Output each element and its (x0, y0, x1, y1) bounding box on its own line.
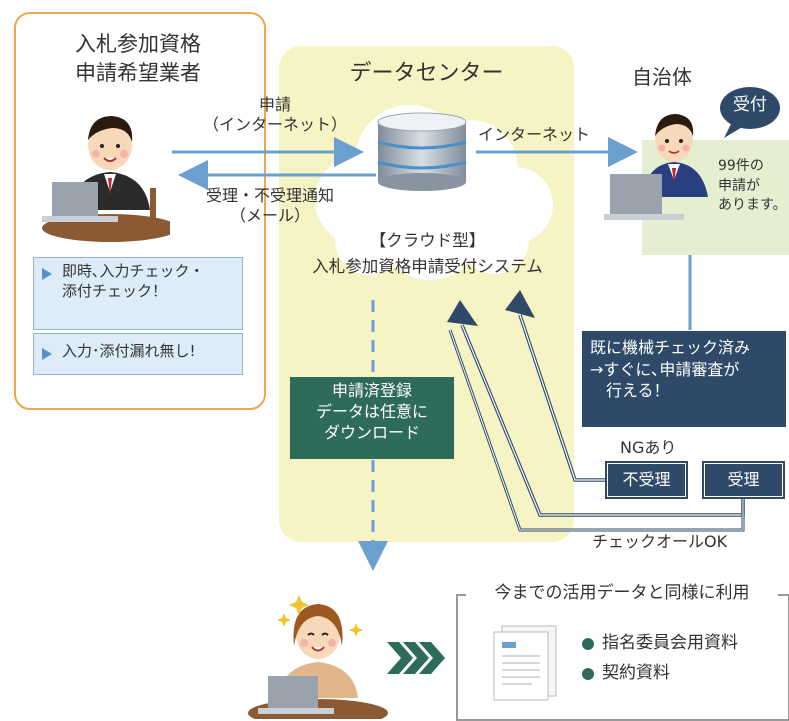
internet-label: インターネット (478, 125, 591, 144)
bubble-text: 受付 (733, 95, 767, 115)
reuse-box-top-right (778, 594, 788, 596)
download-note-box: 申請済登録 データは任意に ダウンロード (290, 377, 454, 459)
triangle-bullet-icon (42, 268, 52, 280)
reuse-item: 指名委員会用資料 (602, 633, 738, 653)
notify-label: 受理・不受理通知 （メール） (205, 186, 334, 225)
no-omission-box (33, 333, 243, 375)
ng-label: NGあり (620, 438, 677, 457)
triangle-bullet-icon (42, 348, 52, 360)
database-server-icon (377, 112, 467, 191)
reuse-item: 契約資料 (602, 663, 670, 683)
applicant-person-illustration (42, 116, 170, 242)
municipality-notice: 99件の 申請が あります。 (718, 158, 787, 214)
document-icon (493, 625, 557, 701)
reuse-title: 今までの活用データと同様に利用 (468, 583, 776, 605)
no-omission-text: 入力･添付漏れ無し! (62, 342, 196, 360)
chevron-right-icon (387, 642, 445, 674)
municipality-person-illustration (604, 114, 708, 220)
already-checked-box: 既に機械チェック済み →すぐに､申請審査が 行える！ (582, 331, 786, 427)
bullet-icon (582, 638, 594, 650)
reject-button[interactable]: 不受理 (605, 461, 688, 499)
speech-bubble-icon (720, 87, 780, 138)
system-name: 【クラウド型】 入札参加資格申請受付システム (312, 231, 543, 276)
applicant-title: 入札参加資格 申請希望業者 (75, 32, 201, 86)
staff-person-illustration (248, 595, 388, 719)
accept-button[interactable]: 受理 (702, 461, 785, 499)
datacenter-title: データセンター (349, 61, 504, 86)
instant-check-text: 即時､入力チェック・ 添付チェック！ (62, 262, 205, 300)
instant-check-box (33, 257, 243, 330)
municipality-title: 自治体 (632, 65, 692, 89)
bullet-icon (582, 668, 594, 680)
reuse-box-top-left (456, 594, 466, 596)
all-ok-label: チェックオールOK (592, 532, 728, 551)
apply-label: 申請 （インターネット） (202, 95, 347, 134)
